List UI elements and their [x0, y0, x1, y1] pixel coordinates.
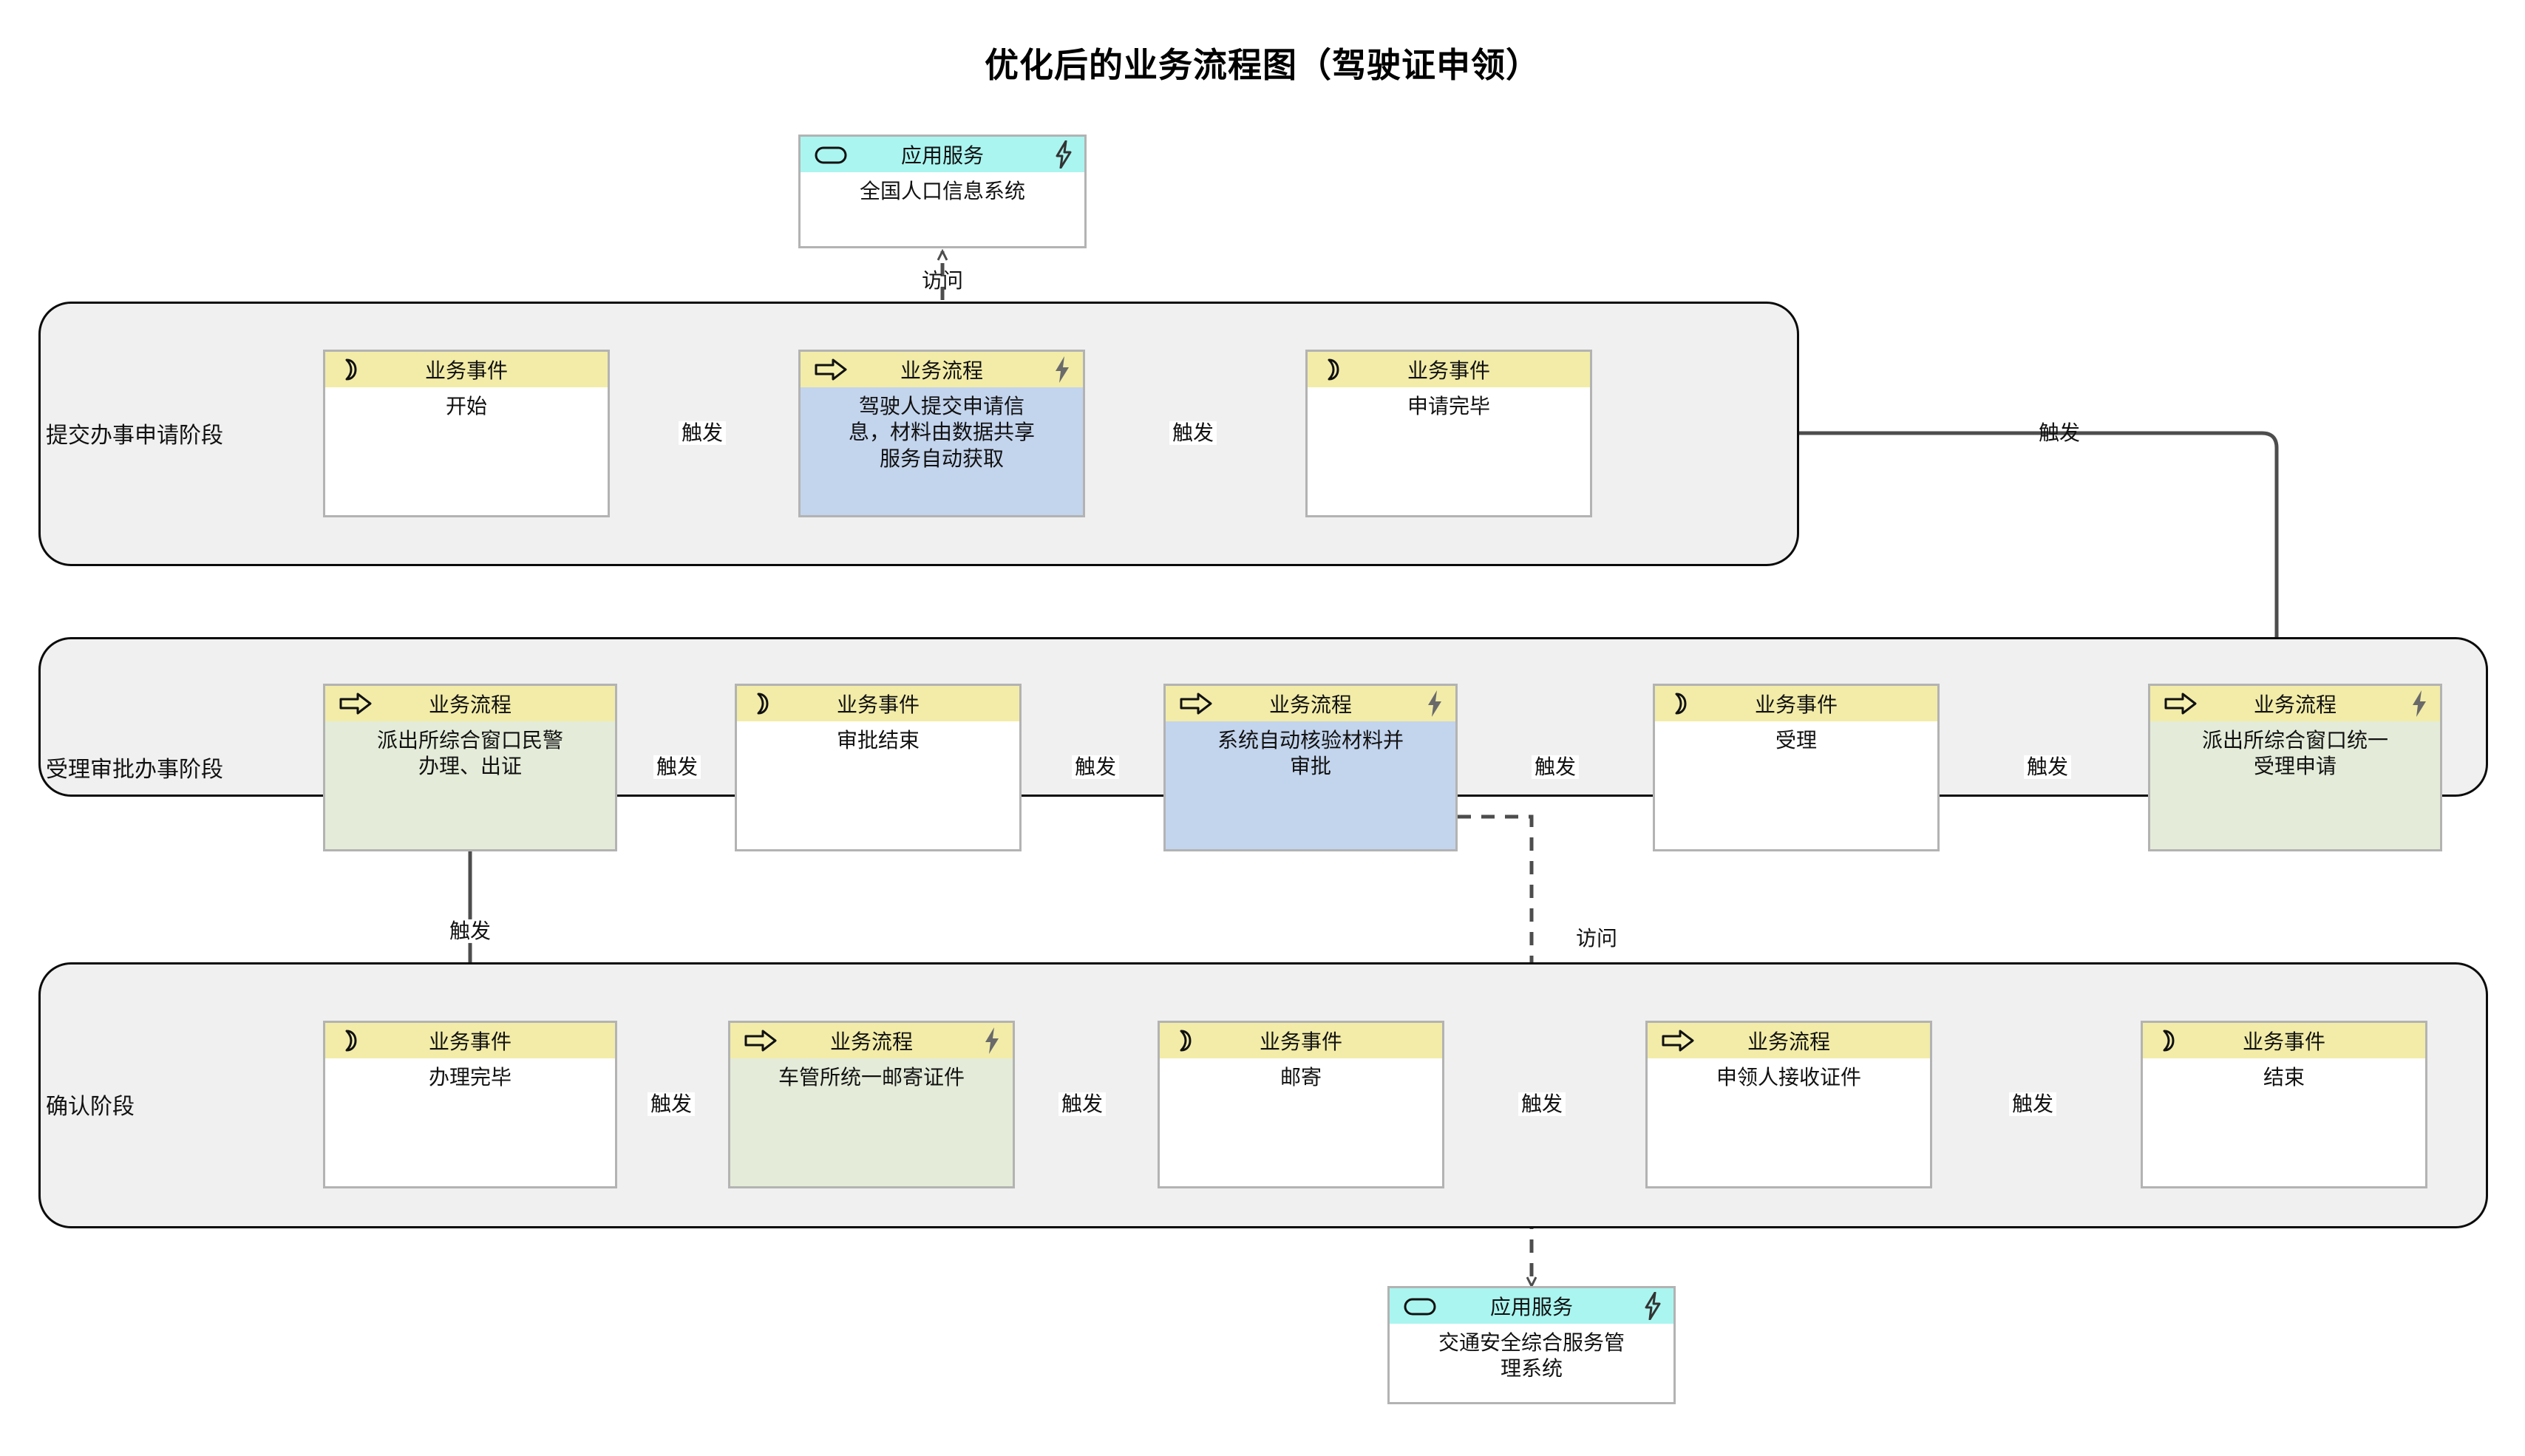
business-process-icon	[815, 358, 847, 381]
business-event-icon	[757, 693, 769, 715]
node-header: 应用服务	[801, 137, 1084, 172]
node-app-top[interactable]: 应用服务 全国人口信息系统	[798, 135, 1087, 248]
node-header: 业务流程	[801, 352, 1083, 387]
node-applied[interactable]: 业务事件 申请完毕	[1305, 350, 1592, 517]
edge-label-e7: 触发	[653, 755, 701, 780]
node-name: 派出所综合窗口民警 办理、出证	[325, 721, 615, 849]
edge-label-e9: 触发	[647, 1092, 696, 1117]
node-type-label: 业务流程	[2253, 693, 2337, 716]
edge-label-e8: 触发	[446, 919, 495, 944]
business-process-icon	[744, 1030, 777, 1052]
node-name: 结束	[2143, 1058, 2425, 1186]
business-event-icon	[1675, 693, 1687, 715]
rounded-rect-icon	[1404, 1298, 1436, 1316]
business-event-icon	[2163, 1030, 2175, 1052]
node-header: 业务事件	[2143, 1023, 2425, 1058]
node-header: 业务事件	[325, 1023, 615, 1058]
node-header: 业务流程	[730, 1023, 1013, 1058]
edge-label-e12: 触发	[2008, 1092, 2057, 1117]
node-header: 业务事件	[737, 686, 1019, 721]
node-type-label: 业务事件	[428, 1030, 512, 1053]
node-header: 业务流程	[1166, 686, 1455, 721]
node-mail-proc[interactable]: 业务流程 车管所统一邮寄证件	[728, 1021, 1015, 1188]
node-type-label: 应用服务	[1489, 1296, 1573, 1319]
business-process-icon	[1662, 1030, 1694, 1052]
node-end[interactable]: 业务事件 结束	[2141, 1021, 2427, 1188]
node-type-label: 业务流程	[829, 1030, 913, 1053]
node-type-label: 业务流程	[428, 693, 512, 716]
lane-3-label: 确认阶段	[46, 1095, 135, 1119]
node-type-label: 应用服务	[900, 144, 984, 167]
node-auto-verify[interactable]: 业务流程 系统自动核验材料并 审批	[1163, 684, 1458, 851]
node-receive[interactable]: 业务流程 申领人接收证件	[1645, 1021, 1932, 1188]
node-approve-end[interactable]: 业务事件 审批结束	[735, 684, 1022, 851]
business-process-icon	[1180, 693, 1212, 715]
node-header: 业务流程	[325, 686, 615, 721]
node-type-label: 业务事件	[2242, 1030, 2325, 1053]
node-header: 业务事件	[1655, 686, 1937, 721]
edge-label-e6: 触发	[1071, 755, 1120, 780]
business-event-icon	[1180, 1030, 1192, 1052]
node-accept[interactable]: 业务事件 受理	[1653, 684, 1940, 851]
node-name: 派出所综合窗口统一 受理申请	[2150, 721, 2440, 849]
node-name: 开始	[325, 387, 608, 515]
lightning-icon	[1645, 1292, 1661, 1320]
node-app-bottom[interactable]: 应用服务 交通安全综合服务管 理系统	[1387, 1286, 1676, 1404]
node-type-label: 业务事件	[1407, 359, 1490, 382]
node-mail-evt[interactable]: 业务事件 邮寄	[1158, 1021, 1444, 1188]
node-name: 受理	[1655, 721, 1937, 849]
node-name: 审批结束	[737, 721, 1019, 849]
node-header: 业务事件	[325, 352, 608, 387]
node-unified[interactable]: 业务流程 派出所综合窗口统一 受理申请	[2148, 684, 2442, 851]
node-name: 驾驶人提交申请信 息，材料由数据共享 服务自动获取	[801, 387, 1083, 515]
business-event-icon	[345, 1030, 357, 1052]
edge-label-e3: 触发	[2038, 421, 2081, 444]
node-submit[interactable]: 业务流程 驾驶人提交申请信 息，材料由数据共享 服务自动获取	[798, 350, 1085, 517]
edge-label-e10: 触发	[1058, 1092, 1107, 1117]
edge-label-e5: 触发	[1531, 755, 1580, 780]
node-type-label: 业务事件	[1754, 693, 1838, 716]
lightning-icon	[985, 1027, 999, 1054]
lightning-icon	[1428, 690, 1441, 717]
node-type-label: 业务流程	[1268, 693, 1352, 716]
node-type-label: 业务事件	[836, 693, 920, 716]
edge-label-e4: 触发	[2023, 755, 2072, 780]
node-header: 业务流程	[2150, 686, 2440, 721]
lightning-icon	[1056, 356, 1069, 383]
node-header: 业务事件	[1308, 352, 1590, 387]
lightning-icon	[2413, 690, 2426, 717]
business-process-icon	[2164, 693, 2197, 715]
node-name: 车管所统一邮寄证件	[730, 1058, 1013, 1186]
business-event-icon	[345, 358, 357, 381]
edge-label-e1: 触发	[678, 421, 727, 446]
node-header: 应用服务	[1390, 1288, 1673, 1324]
edge-label-e2: 触发	[1169, 421, 1217, 446]
node-name: 系统自动核验材料并 审批	[1166, 721, 1455, 849]
rounded-rect-icon	[815, 146, 847, 164]
node-name: 申领人接收证件	[1648, 1058, 1930, 1186]
edge-label-e14: 访问	[1575, 926, 1618, 950]
node-name: 申请完毕	[1308, 387, 1590, 515]
node-start[interactable]: 业务事件 开始	[323, 350, 610, 517]
node-name: 全国人口信息系统	[801, 172, 1084, 246]
node-type-label: 业务事件	[1259, 1030, 1342, 1053]
node-type-label: 业务事件	[424, 359, 508, 382]
lightning-icon	[1056, 140, 1072, 169]
node-type-label: 业务流程	[900, 359, 983, 382]
node-name: 邮寄	[1160, 1058, 1442, 1186]
node-name: 交通安全综合服务管 理系统	[1390, 1324, 1673, 1402]
lane-2-label: 受理审批办事阶段	[46, 758, 223, 782]
page-title: 优化后的业务流程图（驾驶证申领）	[985, 46, 1540, 84]
business-process-icon	[339, 693, 372, 715]
node-done[interactable]: 业务事件 办理完毕	[323, 1021, 617, 1188]
node-name: 办理完毕	[325, 1058, 615, 1186]
node-header: 业务事件	[1160, 1023, 1442, 1058]
node-police[interactable]: 业务流程 派出所综合窗口民警 办理、出证	[323, 684, 617, 851]
node-type-label: 业务流程	[1747, 1030, 1830, 1053]
node-header: 业务流程	[1648, 1023, 1930, 1058]
business-event-icon	[1328, 358, 1339, 381]
lane-1-label: 提交办事申请阶段	[46, 423, 223, 448]
edge-label-e11: 触发	[1518, 1092, 1566, 1117]
edge-label-e13: 访问	[921, 268, 964, 292]
